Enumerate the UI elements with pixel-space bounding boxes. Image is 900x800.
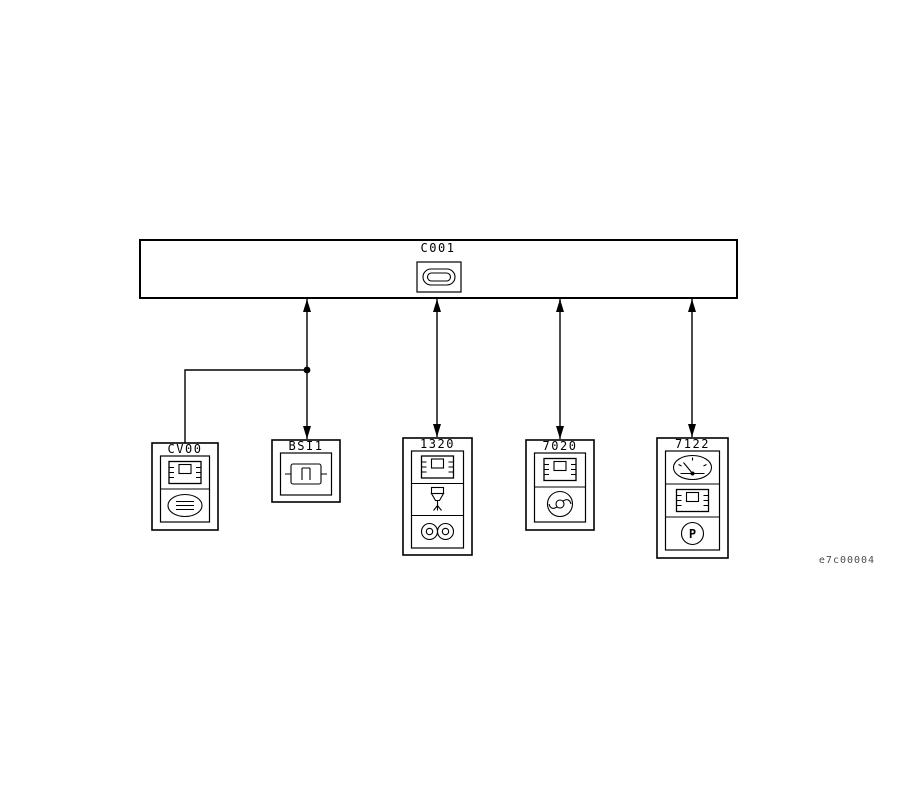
node-frame [271,439,341,503]
dual-gauge-icon [420,522,455,541]
node-label: BSI1 [289,439,324,453]
parking-icon: P [680,521,705,546]
node-label: 7020 [543,439,578,453]
arrowhead-up-icon [303,299,311,312]
relay-icon [285,463,327,485]
ecu-chip-icon [420,455,455,479]
node-7020: 7020 [525,439,595,531]
node-1320: 1320 [402,437,473,556]
ecu-chip-icon [168,460,202,485]
node-frame [525,439,595,531]
pump-fan-icon [546,490,574,518]
node-7122: 7122 P [656,437,729,559]
node-label: 1320 [420,437,455,451]
arrowhead-down-icon [556,426,564,439]
main-node-c001: C001 [139,239,738,299]
arrowhead-down-icon [303,426,311,439]
arrowhead-up-icon [433,299,441,312]
arrowhead-down-icon [433,424,441,437]
branch-cv00 [184,366,311,443]
ecu-chip-icon [675,488,710,513]
speedometer-icon [672,454,713,481]
node-label: 7122 [675,437,710,451]
ecu-chip-icon [543,457,577,482]
node-cv00: CV00 [151,442,219,531]
main-node-label: C001 [421,241,456,255]
injector-icon [430,486,445,511]
figure-reference-code: e7c00004 [819,555,875,566]
display-oval-icon [167,493,203,518]
arrowhead-down-icon [688,424,696,437]
node-label: CV00 [168,442,203,456]
connection-c001-7122 [688,299,696,437]
node-frame [151,442,219,531]
parking-letter: P [689,527,696,541]
node-bsi1: BSI1 [271,439,341,503]
arrowhead-up-icon [688,299,696,312]
connection-c001-7020 [556,299,564,439]
connection-c001-1320 [433,299,441,437]
arrowhead-up-icon [556,299,564,312]
oval-connector-icon [416,261,462,293]
